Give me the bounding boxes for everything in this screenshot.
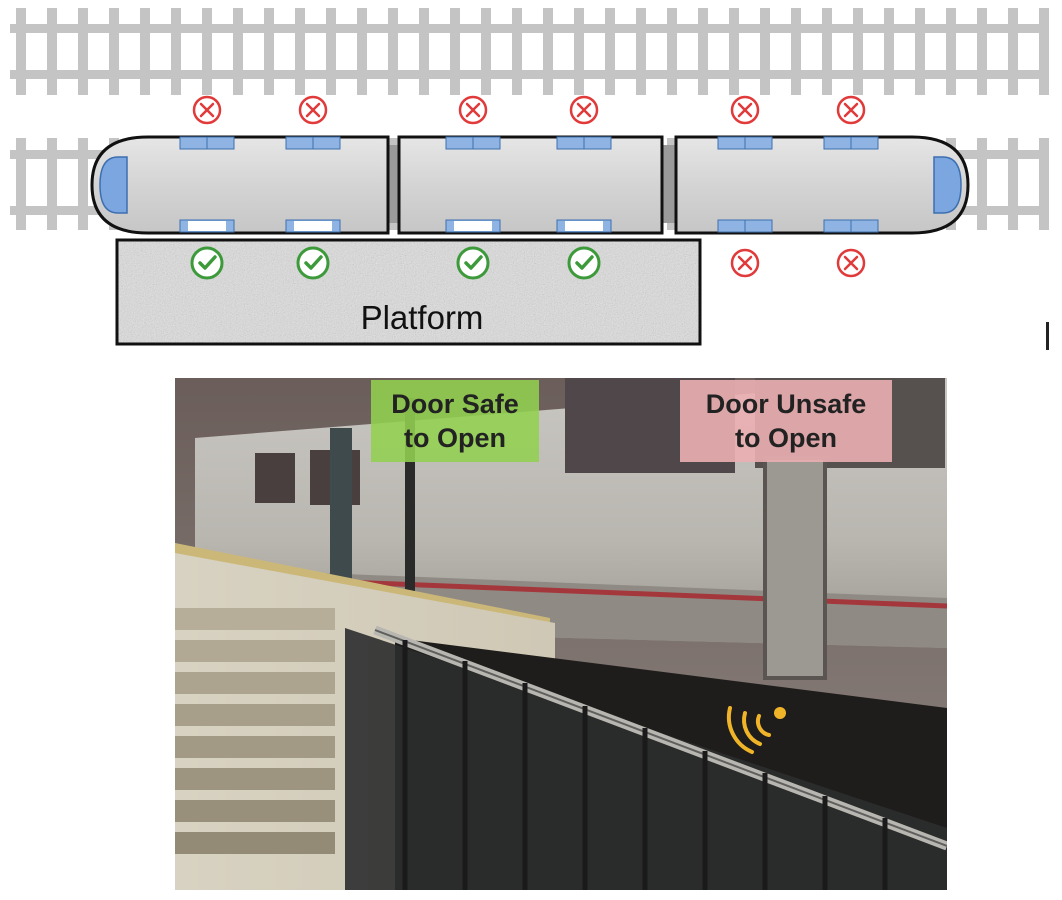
edge-mark <box>1046 322 1049 350</box>
check-icon-bottom-1 <box>190 246 224 280</box>
door-top-2 <box>285 136 341 150</box>
platform-photo: Door Safe to Open Door Unsafe to Open <box>175 378 947 890</box>
door-bottom-5 <box>717 219 773 233</box>
x-icon-top-6 <box>836 95 866 125</box>
door-top-4 <box>556 136 612 150</box>
check-icon-bottom-4 <box>567 246 601 280</box>
door-bottom-3 <box>445 219 501 233</box>
door-bottom-1 <box>179 219 235 233</box>
door-bottom-2 <box>285 219 341 233</box>
x-icon-top-5 <box>730 95 760 125</box>
train-car-1 <box>90 135 390 235</box>
x-icon-bottom-6 <box>836 248 866 278</box>
track-top <box>10 8 1049 95</box>
train-car-2 <box>397 135 664 235</box>
label-door-unsafe: Door Unsafe to Open <box>680 380 892 462</box>
check-icon-bottom-2 <box>296 246 330 280</box>
train-door-diagram: Platform <box>10 8 1049 346</box>
x-icon-top-4 <box>569 95 599 125</box>
door-top-1 <box>179 136 235 150</box>
platform-label: Platform <box>361 299 484 336</box>
front-window-right <box>933 156 962 214</box>
door-bottom-4 <box>556 219 612 233</box>
check-icon-bottom-3 <box>456 246 490 280</box>
signal-icon <box>726 706 786 754</box>
x-icon-top-2 <box>298 95 328 125</box>
front-window-left <box>99 156 128 214</box>
train <box>90 135 970 235</box>
door-bottom-6 <box>823 219 879 233</box>
train-car-3 <box>674 135 970 235</box>
door-top-5 <box>717 136 773 150</box>
label-door-safe: Door Safe to Open <box>371 380 539 462</box>
door-top-3 <box>445 136 501 150</box>
x-icon-top-3 <box>458 95 488 125</box>
x-icon-bottom-5 <box>730 248 760 278</box>
door-top-6 <box>823 136 879 150</box>
x-icon-top-1 <box>192 95 222 125</box>
